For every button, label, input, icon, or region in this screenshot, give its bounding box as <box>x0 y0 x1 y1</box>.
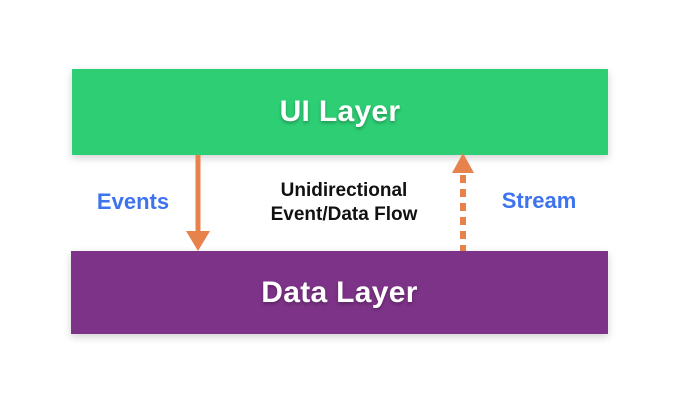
ui-layer-label: UI Layer <box>279 95 401 128</box>
events-label: Events <box>96 189 170 214</box>
data-layer-box: Data Layer <box>71 251 608 334</box>
flow-caption-line1: Unidirectional <box>280 180 408 201</box>
stream-label: Stream <box>501 188 577 213</box>
stream-arrow-dashed-shaft <box>460 175 466 251</box>
stream-arrow-up-icon <box>451 153 475 251</box>
flow-caption-line2: Event/Data Flow <box>270 204 418 225</box>
events-arrowhead <box>186 231 210 251</box>
data-layer-label: Data Layer <box>261 275 418 309</box>
events-arrow-down-icon <box>186 155 210 251</box>
ui-layer-box: UI Layer <box>72 69 608 155</box>
events-arrow-shaft <box>195 155 201 233</box>
stream-arrowhead <box>452 153 474 173</box>
flow-caption: Unidirectional Event/Data Flow <box>271 179 418 227</box>
